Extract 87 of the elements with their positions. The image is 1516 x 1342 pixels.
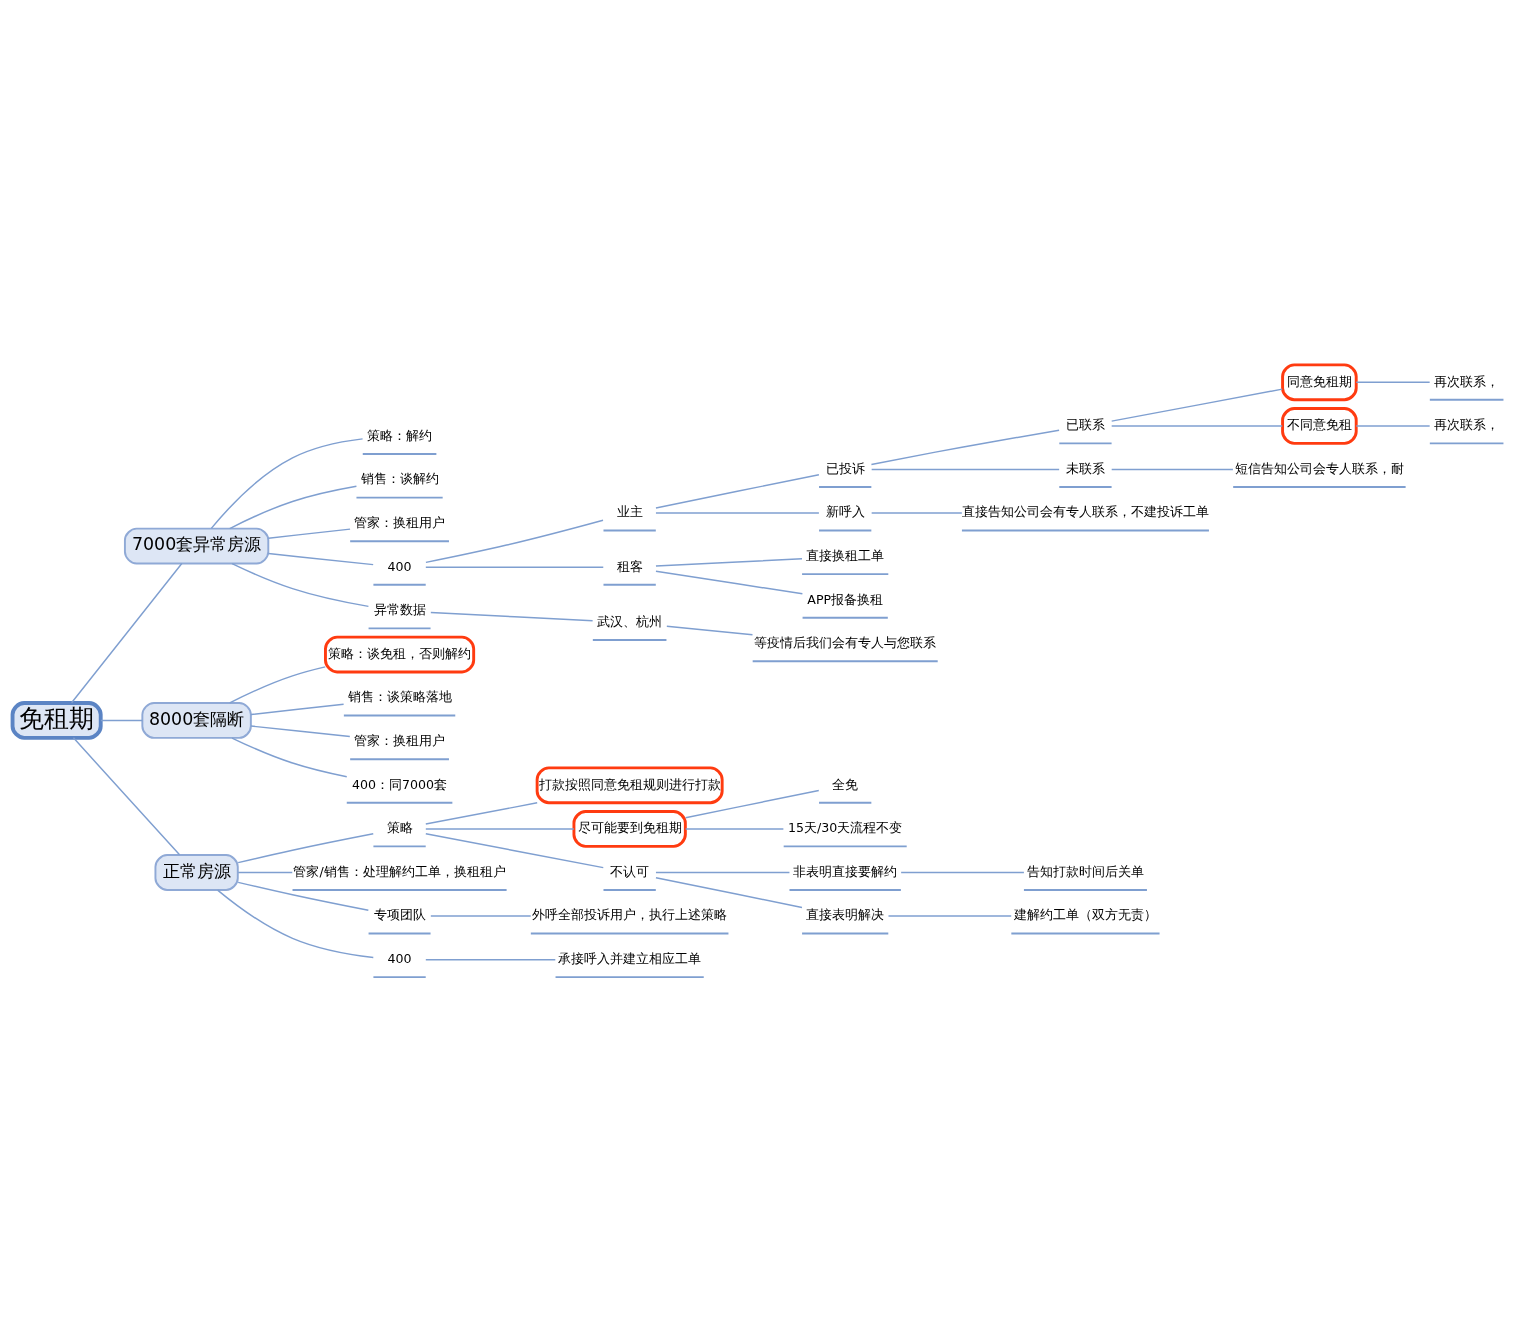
connector — [887, 915, 1012, 917]
connector — [425, 566, 604, 569]
node-text: 策略 — [386, 820, 413, 836]
connector — [267, 552, 374, 566]
node-text: 未联系 — [1065, 460, 1105, 476]
connector — [1355, 425, 1431, 427]
connector — [100, 719, 144, 722]
connector — [655, 570, 804, 595]
connector — [425, 828, 575, 830]
node-text: 租客 — [616, 558, 643, 574]
node-text: 外呼全部投诉用户，执行上述策略 — [532, 907, 728, 923]
connector — [1110, 388, 1283, 422]
connector — [425, 519, 604, 564]
node-text: 管家/销售：处理解约工单，换租租户 — [293, 863, 506, 879]
node-box: 打款按照同意免租规则进行打款 — [535, 766, 724, 805]
connector — [684, 828, 785, 830]
node-text: 管家：换租用户 — [354, 733, 446, 749]
connector — [1355, 381, 1431, 384]
node-text: 建解约工单（双方无责） — [1013, 907, 1157, 923]
connector — [655, 871, 791, 874]
node-text: 已投诉 — [825, 460, 865, 476]
node-text: 销售：谈解约 — [360, 471, 439, 487]
connector — [870, 429, 1060, 466]
connector — [425, 958, 557, 961]
node-text: 15天/30天流程不变 — [788, 820, 903, 836]
connector — [231, 737, 348, 778]
node-box: 8000套隔断 — [141, 702, 252, 739]
node-text: 管家：换租用户 — [354, 515, 446, 531]
node-box: 策略：谈免租，否则解约 — [324, 635, 476, 674]
node-text: 400 — [387, 558, 412, 574]
node-text: 专项团队 — [373, 907, 426, 923]
connector — [870, 468, 1060, 471]
node-text: 非表明直接要解约 — [793, 863, 898, 879]
connector — [250, 725, 351, 738]
connector — [900, 871, 1025, 874]
connector — [430, 611, 594, 622]
connector — [1110, 425, 1283, 427]
node-text: 武汉、杭州 — [597, 613, 663, 629]
node-text: 直接告知公司会有专人联系，不建投诉工单 — [961, 504, 1209, 520]
node-text: 新呼入 — [825, 504, 865, 520]
connector — [70, 562, 183, 704]
node-text: 等疫情后我们会有专人与您联系 — [754, 635, 937, 651]
connector — [655, 473, 820, 509]
connector — [237, 833, 374, 864]
node-text: 短信告知公司会专人联系，耐 — [1234, 460, 1404, 476]
connector — [267, 528, 351, 539]
connector — [229, 666, 326, 704]
node-text: 400：同7000套 — [352, 776, 448, 792]
connector — [237, 871, 293, 874]
connector — [229, 485, 358, 530]
connector — [216, 889, 375, 959]
node-text: 承接呼入并建立相应工单 — [558, 950, 702, 966]
connector — [1110, 468, 1234, 471]
connector — [430, 915, 532, 917]
node-text: 400 — [387, 950, 412, 966]
node-text: 业主 — [616, 504, 643, 520]
connector — [72, 737, 181, 856]
node-box: 正常房源 — [154, 854, 239, 891]
connector — [231, 562, 370, 608]
connector — [250, 703, 345, 716]
connector — [425, 802, 538, 825]
node-text: 全免 — [832, 776, 859, 792]
connector — [870, 512, 963, 514]
connector — [237, 881, 370, 911]
node-box: 免租期 — [10, 701, 103, 740]
node-box: 不同意免租 — [1281, 407, 1358, 445]
node-text: 再次联系， — [1434, 373, 1500, 389]
node-text: 直接表明解决 — [806, 907, 885, 923]
node-text: 不认可 — [610, 863, 650, 879]
connector — [655, 558, 803, 567]
node-text: APP报备换租 — [807, 591, 884, 607]
connector — [684, 789, 820, 819]
node-box: 同意免租期 — [1281, 363, 1358, 402]
node-text: 直接换租工单 — [806, 547, 885, 563]
node-text: 策略：解约 — [367, 427, 433, 443]
node-text: 告知打款时间后关单 — [1026, 863, 1144, 879]
node-text: 销售：谈策略落地 — [347, 689, 452, 705]
connector — [666, 625, 754, 636]
node-text: 异常数据 — [373, 602, 426, 618]
connector — [655, 512, 820, 514]
node-text: 已联系 — [1065, 417, 1105, 433]
connector — [210, 438, 364, 530]
node-box: 7000套异常房源 — [123, 527, 270, 565]
connector — [655, 876, 803, 909]
node-text: 再次联系， — [1434, 417, 1500, 433]
node-box: 尽可能要到免租期 — [572, 810, 687, 848]
connector — [425, 833, 604, 869]
